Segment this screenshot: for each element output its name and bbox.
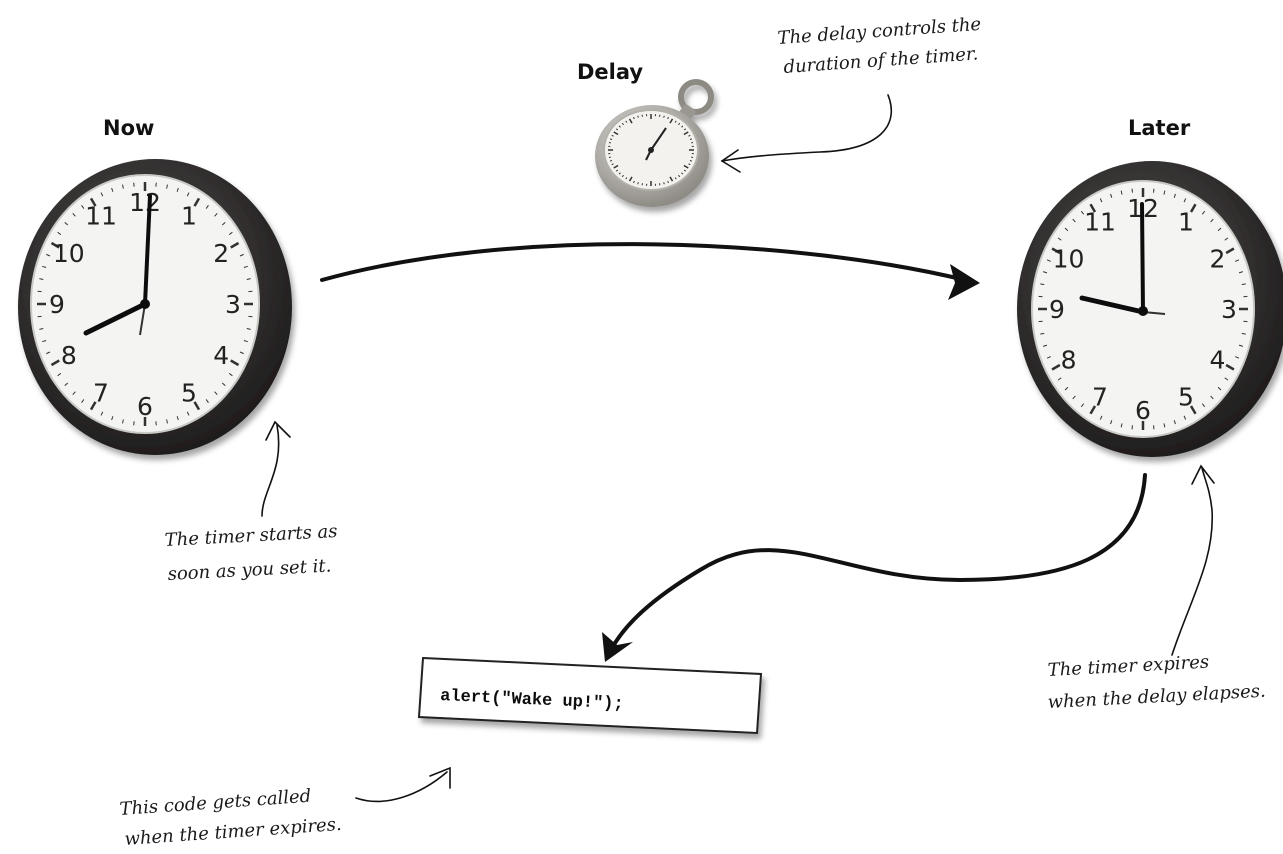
code-note-line-1: This code gets called <box>119 786 312 820</box>
clock-tick <box>638 182 639 184</box>
code-annotation: This code gets called when the timer exp… <box>119 768 450 850</box>
expire-note-line-2: when the delay elapses. <box>1047 681 1266 713</box>
clock-numeral: 12 <box>129 188 161 217</box>
clock-numeral: 1 <box>1178 208 1194 237</box>
code-box: alert("Wake up!"); <box>419 658 761 733</box>
clock-numeral: 4 <box>213 341 229 370</box>
clock-numeral: 8 <box>61 341 77 370</box>
start-note-line-1: The timer starts as <box>164 521 338 551</box>
clock-numeral: 6 <box>1135 396 1151 425</box>
clock-numeral: 4 <box>1210 346 1226 375</box>
stopwatch-hub <box>648 147 654 153</box>
start-pointer <box>262 425 279 516</box>
expire-annotation: The timer expires when the delay elapses… <box>1047 466 1266 713</box>
clock-numeral: 2 <box>1210 245 1226 274</box>
clock-numeral: 3 <box>225 290 241 319</box>
expire-pointer-head <box>1192 466 1214 484</box>
clock-numeral: 9 <box>1049 295 1065 324</box>
clock-numeral: 7 <box>93 378 109 407</box>
clock-numeral: 10 <box>1053 245 1085 274</box>
clock-tick <box>690 161 692 162</box>
clock-numeral: 6 <box>137 392 153 421</box>
minute-hand <box>1142 204 1143 312</box>
delay-label: Delay <box>577 60 643 84</box>
now-label: Now <box>103 116 154 140</box>
timeline-arrowhead <box>948 264 980 300</box>
clock-tick <box>664 116 665 118</box>
delay-note-line-1: The delay controls the <box>777 14 982 49</box>
clock-numeral: 11 <box>1084 208 1116 237</box>
delay-pointer <box>722 95 891 161</box>
expire-pointer <box>1172 468 1212 655</box>
clock-tick <box>610 161 612 162</box>
hub <box>1138 306 1148 316</box>
clock-numeral: 11 <box>85 202 117 231</box>
clock-numeral: 3 <box>1221 295 1237 324</box>
hub <box>140 299 150 309</box>
stopwatch-icon <box>595 82 711 207</box>
clock-tick <box>664 182 665 184</box>
clock-numeral: 8 <box>1061 346 1077 375</box>
timeline-arrow <box>322 244 965 280</box>
clock-numeral: 5 <box>181 378 197 407</box>
clock-numeral: 10 <box>53 239 85 268</box>
clock-numeral: 2 <box>213 239 229 268</box>
later-clock-icon: 121234567891011 <box>1017 161 1283 457</box>
clock-tick <box>690 139 692 140</box>
code-pointer <box>356 772 447 801</box>
expire-note-line-1: The timer expires <box>1047 652 1209 681</box>
clock-numeral: 9 <box>49 290 65 319</box>
clock-numeral: 5 <box>1178 382 1194 411</box>
clock-tick <box>610 139 612 140</box>
code-note-line-2: when the timer expires. <box>124 814 342 850</box>
clock-numeral: 1 <box>181 202 197 231</box>
start-note-line-2: soon as you set it. <box>167 555 332 585</box>
delay-annotation: The delay controls the duration of the t… <box>722 14 982 172</box>
clock-numeral: 7 <box>1092 382 1108 411</box>
clock-tick <box>638 116 639 118</box>
later-label: Later <box>1128 116 1191 140</box>
delay-note-line-2: duration of the timer. <box>783 43 979 78</box>
callback-arrow <box>612 475 1145 648</box>
